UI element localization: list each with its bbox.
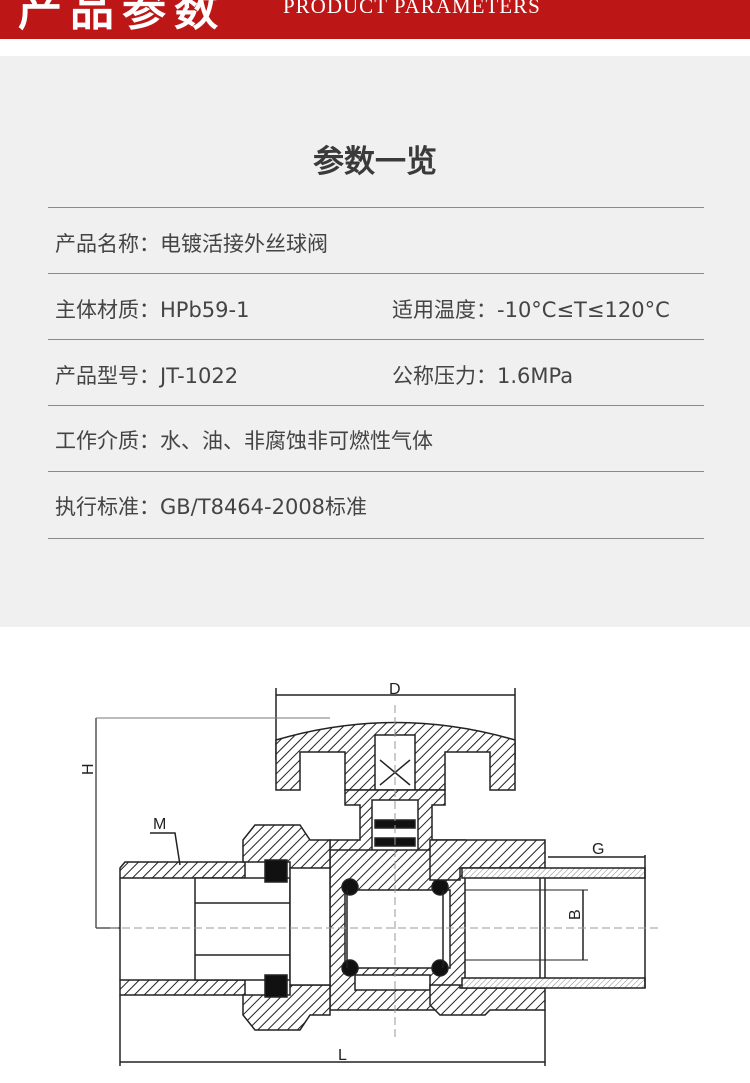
param-pressure: 公称压力：1.6MPa bbox=[392, 364, 574, 388]
label-G: G bbox=[592, 841, 604, 858]
param-material: 主体材质：HPb59-1 bbox=[55, 298, 250, 322]
param-medium: 工作介质：水、油、非腐蚀非可燃性气体 bbox=[55, 429, 433, 453]
label-B: B bbox=[567, 909, 584, 920]
divider bbox=[48, 538, 704, 539]
divider bbox=[48, 339, 704, 340]
param-temperature: 适用温度：-10°C≤T≤120°C bbox=[392, 298, 670, 322]
section-title: 参数一览 bbox=[313, 144, 437, 180]
divider bbox=[48, 405, 704, 406]
label-M: M bbox=[153, 816, 166, 833]
divider bbox=[48, 471, 704, 472]
header-banner: 产品参数 PRODUCT PARAMETERS bbox=[0, 0, 750, 39]
banner-title-en: PRODUCT PARAMETERS bbox=[283, 0, 541, 18]
param-standard: 执行标准：GB/T8464-2008标准 bbox=[55, 495, 368, 519]
param-product-name: 产品名称：电镀活接外丝球阀 bbox=[55, 232, 328, 256]
param-model: 产品型号：JT-1022 bbox=[55, 364, 239, 388]
divider bbox=[48, 207, 704, 208]
valve-technical-drawing: D H M G B L bbox=[80, 681, 660, 1066]
label-H: H bbox=[80, 763, 97, 775]
parameters-panel bbox=[0, 56, 750, 627]
label-D: D bbox=[389, 681, 401, 698]
banner-title-cn: 产品参数 bbox=[18, 0, 226, 36]
label-L: L bbox=[338, 1047, 347, 1064]
divider bbox=[48, 273, 704, 274]
